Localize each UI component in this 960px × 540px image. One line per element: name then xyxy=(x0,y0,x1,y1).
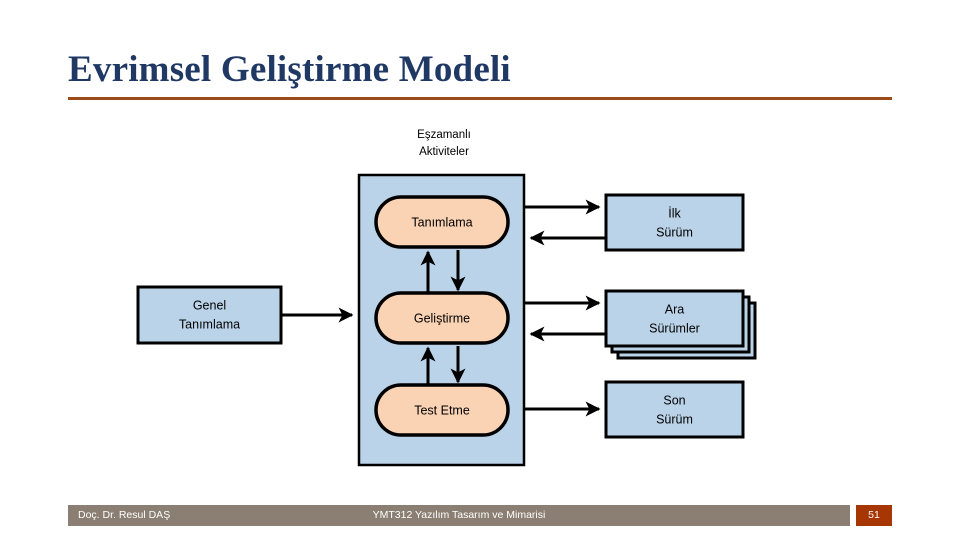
footer-bar xyxy=(68,505,850,526)
output-box-ilk-surum[interactable] xyxy=(604,193,745,252)
slide-footer: Doç. Dr. Resul DAŞ YMT312 Yazılım Tasarı… xyxy=(0,505,960,526)
activity-label-gelistirme: Geliştirme xyxy=(414,311,470,325)
activity-label-tanimlama: Tanımlama xyxy=(411,215,472,229)
output-label-ara-surumler-line2: Sürümler xyxy=(649,321,700,335)
footer-author: Doç. Dr. Resul DAŞ xyxy=(78,509,171,521)
page-title: Evrimsel Geliştirme Modeli xyxy=(68,49,511,90)
activity-label-test-etme: Test Etme xyxy=(414,403,470,417)
slide-number-background xyxy=(856,505,892,526)
output-box-ara-surumler[interactable] xyxy=(604,289,745,348)
input-box-label-line1: Genel xyxy=(193,298,226,312)
footer-course-title: YMT312 Yazılım Tasarım ve Mimarisi xyxy=(372,509,546,521)
activity-capsule-test-etme[interactable] xyxy=(374,383,510,437)
output-label-son-surum-line1: Son xyxy=(663,393,685,407)
input-box-genel-tanimlama[interactable] xyxy=(136,285,283,345)
output-label-son-surum-line2: Sürüm xyxy=(656,412,693,426)
output-box-son-surum[interactable] xyxy=(604,380,745,439)
activity-capsule-tanimlama[interactable] xyxy=(374,195,510,249)
output-label-ilk-surum-line2: Sürüm xyxy=(656,225,693,239)
concurrent-activities-caption-line2: Aktiviteler xyxy=(419,146,469,158)
input-box-label-line2: Tanımlama xyxy=(179,317,240,331)
concurrent-activities-caption-line1: Eşzamanlı xyxy=(417,129,471,141)
activity-capsule-gelistirme[interactable] xyxy=(374,291,510,345)
output-label-ilk-surum-line1: İlk xyxy=(668,206,681,220)
slide-number: 51 xyxy=(868,509,880,521)
output-label-ara-surumler-line1: Ara xyxy=(665,302,685,316)
evolutionary-development-diagram: Eşzamanlı Aktiviteler Genel Tanımlama Ta… xyxy=(0,110,960,480)
title-divider xyxy=(68,97,892,100)
